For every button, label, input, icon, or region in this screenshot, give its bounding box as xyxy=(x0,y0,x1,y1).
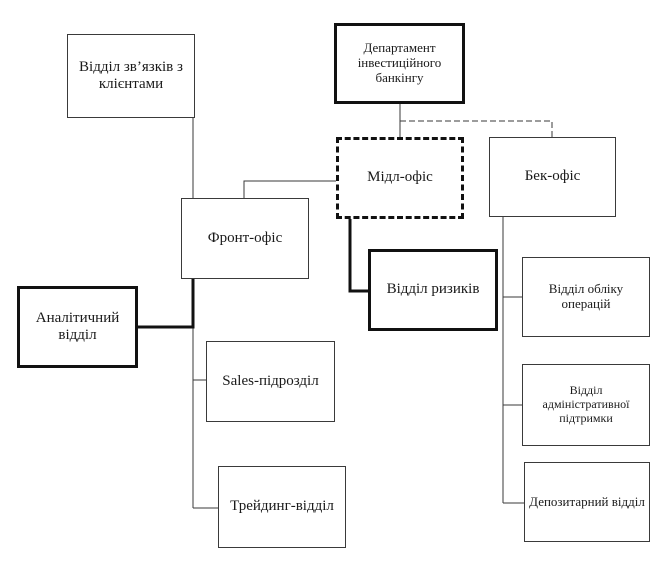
node-investment-banking-department-label: Департамент інвестиційного банкінгу xyxy=(357,40,442,85)
node-operations-accounting: Відділ обліку операцій xyxy=(522,257,650,337)
node-middle-office-label: Мідл-офіс xyxy=(367,169,433,186)
node-analytical-department: Аналітичний відділ xyxy=(17,286,138,368)
node-administrative-support: Відділ адміністративної підтримки xyxy=(522,364,650,446)
node-front-office-label: Фронт-офіс xyxy=(207,229,283,246)
node-investment-banking-department: Департамент інвестиційного банкінгу xyxy=(334,23,465,104)
node-client-relations-label: Відділ зв’язків з клієнтами xyxy=(79,58,183,92)
node-operations-accounting-label: Відділ обліку операцій xyxy=(548,281,624,311)
node-client-relations: Відділ зв’язків з клієнтами xyxy=(67,34,195,118)
node-middle-office: Мідл-офіс xyxy=(336,137,464,219)
node-sales-subdivision: Sales-підрозділ xyxy=(206,341,335,422)
connector-front-office-middle-office xyxy=(243,180,336,198)
node-front-office: Фронт-офіс xyxy=(181,198,309,279)
connector-department-back-office xyxy=(400,120,553,137)
node-depository-department-label: Депозитарний відділ xyxy=(529,493,645,509)
node-trading-department: Трейдинг-відділ xyxy=(218,466,346,548)
node-trading-department-label: Трейдинг-відділ xyxy=(230,498,334,515)
connector-middle-office-risk xyxy=(348,218,368,293)
connector-analytical-front-office xyxy=(136,278,195,329)
node-risk-department: Відділ ризиків xyxy=(368,249,498,331)
node-administrative-support-label: Відділ адміністративної підтримки xyxy=(542,383,630,425)
node-analytical-department-label: Аналітичний відділ xyxy=(35,309,120,343)
node-depository-department: Депозитарний відділ xyxy=(524,462,650,542)
node-risk-department-label: Відділ ризиків xyxy=(386,281,480,298)
node-back-office: Бек-офіс xyxy=(489,137,616,217)
node-back-office-label: Бек-офіс xyxy=(524,168,581,185)
node-sales-subdivision-label: Sales-підрозділ xyxy=(222,372,319,389)
